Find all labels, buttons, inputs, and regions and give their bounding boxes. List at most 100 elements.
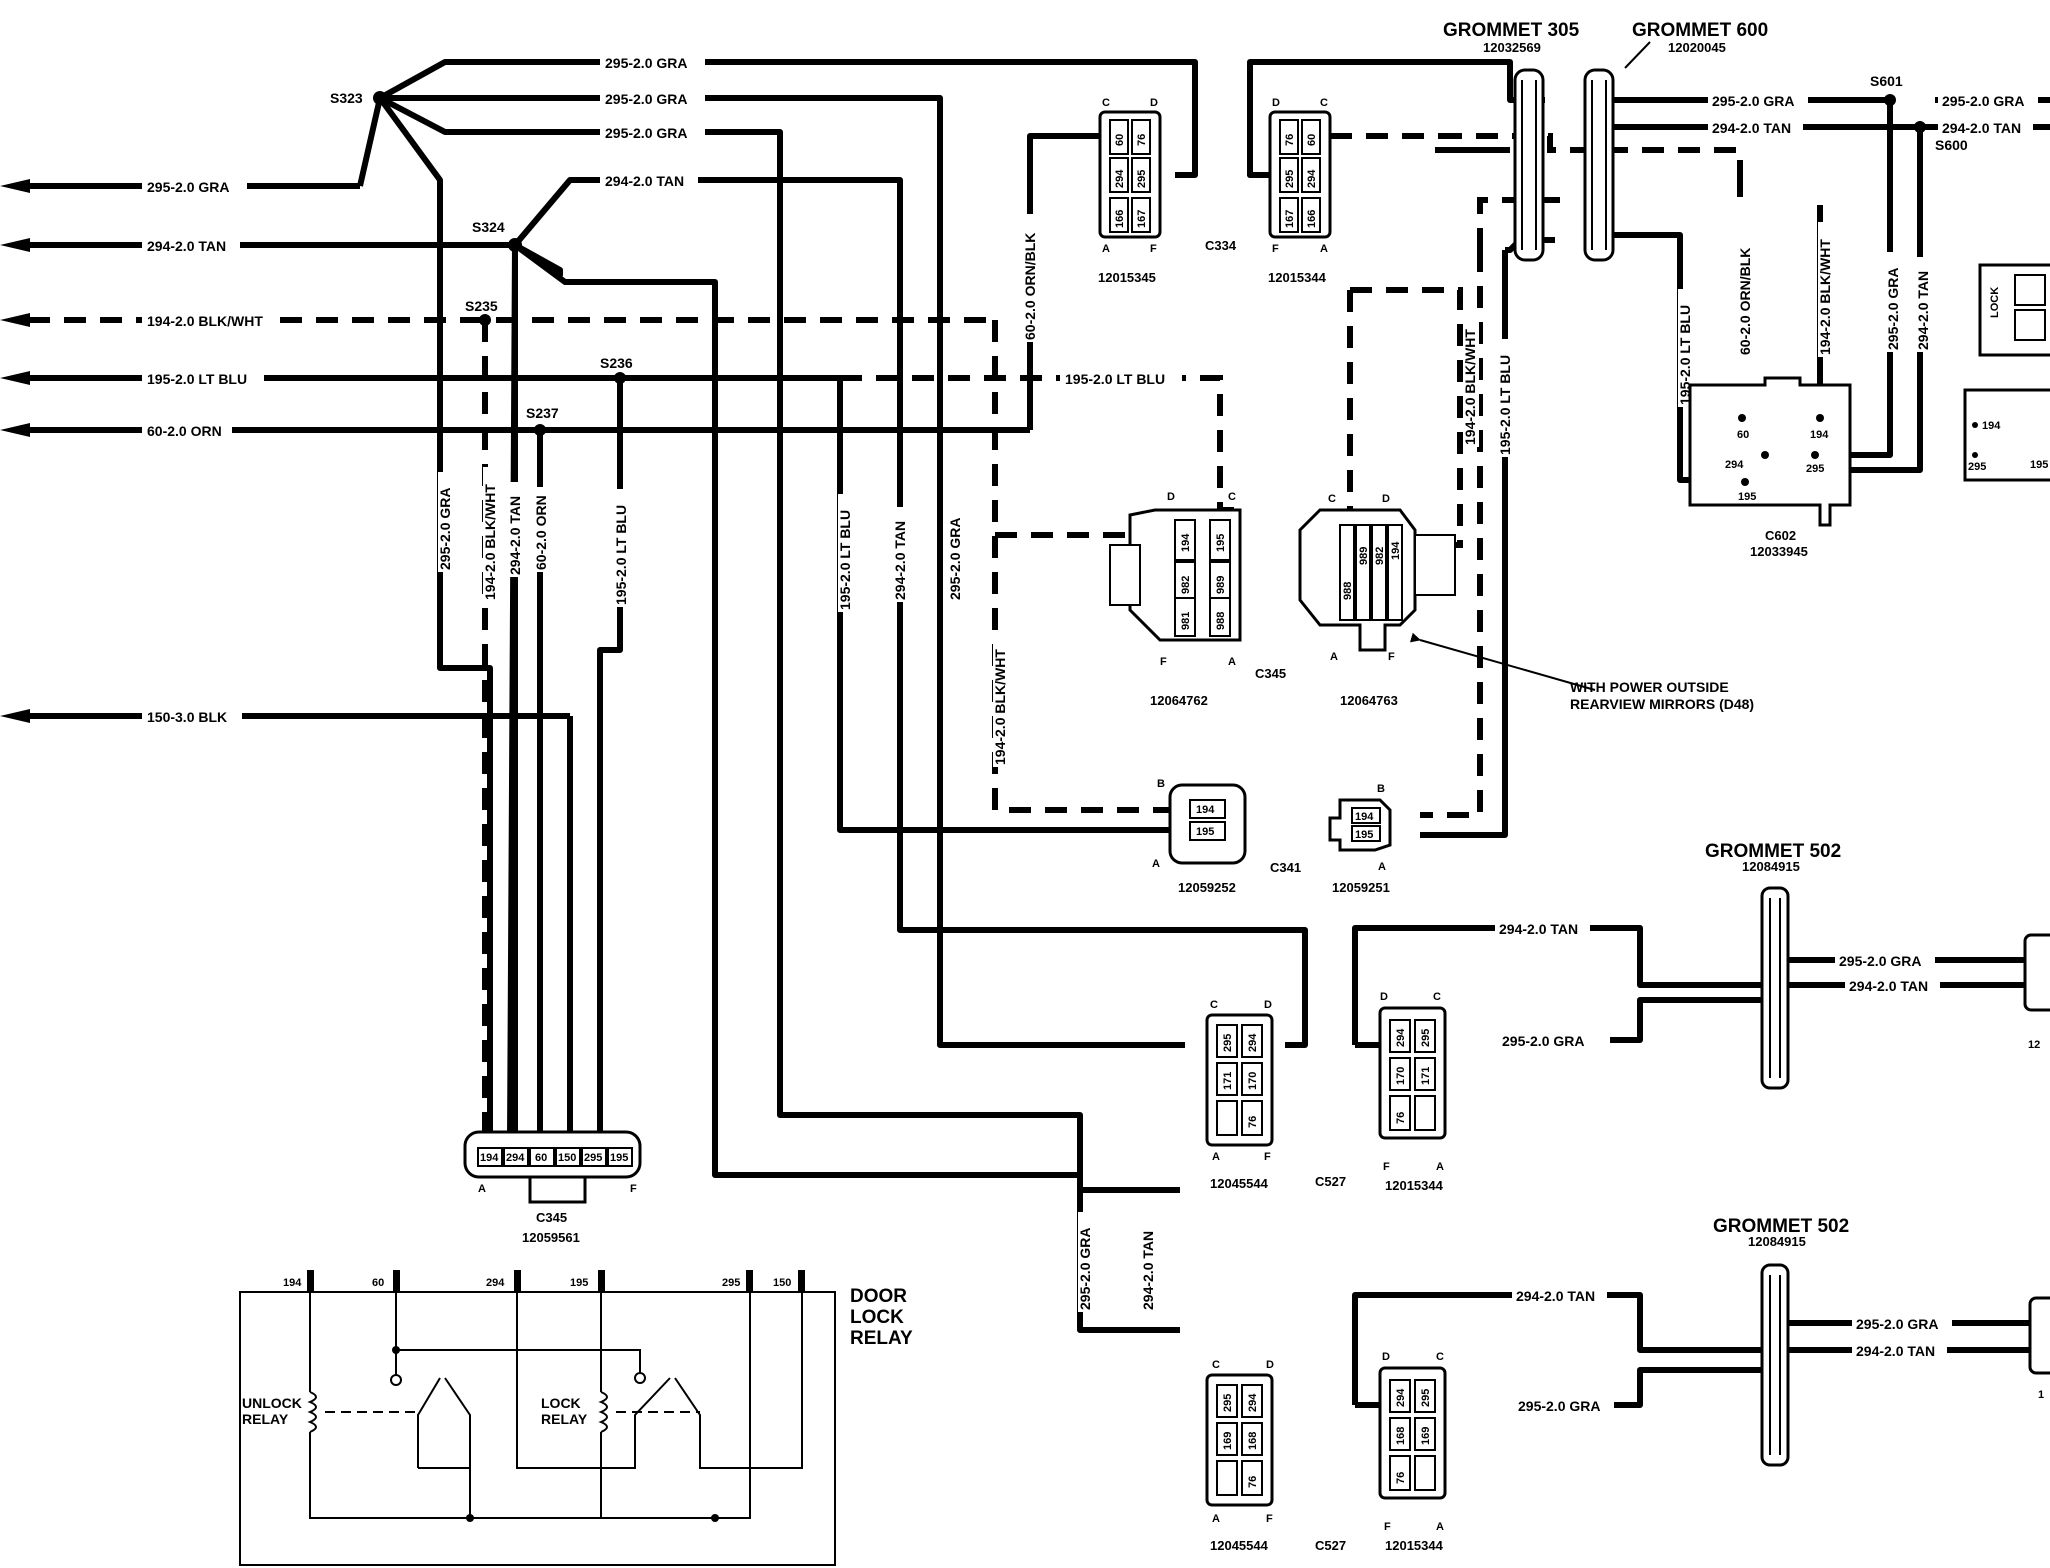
svg-text:194: 194: [283, 1277, 302, 1289]
door-lock-relay-title-1: DOOR: [850, 1286, 907, 1307]
splice-s237: S237: [526, 405, 559, 421]
svg-text:F: F: [1266, 1513, 1273, 1525]
svg-text:171: 171: [1420, 1067, 1432, 1085]
svg-text:B: B: [1377, 783, 1385, 795]
wire-label-295-top: 295-2.0 GRA: [605, 55, 687, 71]
wire-label-g502-294: 294-2.0 TAN: [1499, 921, 1578, 937]
door-lock-relay: 194 60 294 195 295 150 UNLOCK RELAY LOCK…: [239, 1270, 913, 1566]
svg-text:294: 294: [1306, 169, 1318, 188]
door-lock-relay-title-2: LOCK: [850, 1307, 904, 1328]
svg-text:295: 295: [1420, 1389, 1432, 1407]
lock-switch-fragment: LOCK: [1978, 263, 2050, 357]
connector-12045544-lower: 295 294 169 168 76 C D A F 12045544 C527: [1205, 1359, 1346, 1553]
svg-text:195: 195: [1355, 829, 1373, 841]
svg-text:F: F: [1150, 243, 1157, 255]
wire-label-g502b-295: 295-2.0 GRA: [1518, 1398, 1600, 1414]
wire-label-g502r-294: 294-2.0 TAN: [1849, 978, 1928, 994]
wire-label-294-top: 294-2.0 TAN: [605, 173, 684, 189]
splice-dot: [534, 424, 546, 436]
svg-text:195: 195: [2030, 459, 2048, 471]
svg-text:194: 194: [480, 1152, 499, 1164]
connector-12059251: 194 195 B A 12059251: [1328, 783, 1392, 895]
vlabel-60-ornblk: 60-2.0 ORN/BLK: [1022, 233, 1038, 340]
connector-12015344-bottom: 294 295 168 169 76 D C F A 12015344: [1378, 1351, 1447, 1553]
svg-text:195: 195: [1738, 491, 1756, 503]
wire-label-left-194: 194-2.0 BLK/WHT: [147, 313, 263, 329]
svg-text:294: 294: [486, 1277, 505, 1289]
arrow-head-icon: [0, 179, 30, 193]
svg-text:F: F: [1272, 243, 1279, 255]
svg-text:12: 12: [2028, 1039, 2040, 1051]
connector-12064762: 194 195 982 989 981 988 D C F A 12064762…: [1109, 491, 1286, 708]
svg-text:195: 195: [1196, 826, 1214, 838]
svg-text:989: 989: [1215, 576, 1227, 594]
grommet-502-lower-pn: 12084915: [1748, 1234, 1806, 1249]
svg-text:195: 195: [1215, 534, 1227, 552]
wire-label-left-195: 195-2.0 LT BLU: [147, 371, 247, 387]
vlabel-60: 60-2.0 ORN: [533, 495, 549, 570]
svg-text:C: C: [1433, 991, 1441, 1003]
wire-label-left-294: 294-2.0 TAN: [147, 238, 226, 254]
wire-label-left-295: 295-2.0 GRA: [147, 179, 229, 195]
svg-text:982: 982: [1374, 547, 1386, 565]
arrow-head-icon: [0, 238, 30, 252]
svg-text:1: 1: [2038, 1389, 2044, 1401]
svg-text:D: D: [1382, 1351, 1390, 1363]
pn-12064763: 12064763: [1340, 693, 1398, 708]
connector-c602: 60 194 294 295 195 C602 12033945: [1688, 376, 1852, 559]
label-c345-bottom: C345: [536, 1210, 567, 1225]
svg-text:76: 76: [1247, 1116, 1259, 1128]
svg-text:169: 169: [1420, 1427, 1432, 1445]
svg-text:A: A: [1212, 1151, 1220, 1163]
vlabel-194-c: 194-2.0 BLK/WHT: [1462, 329, 1478, 445]
svg-text:B: B: [1157, 778, 1165, 790]
lock-relay-label-1: LOCK: [541, 1395, 581, 1411]
pn-12059561: 12059561: [522, 1230, 580, 1245]
lock-relay-label-2: RELAY: [541, 1411, 588, 1427]
svg-text:194: 194: [1180, 533, 1192, 552]
note-line1: WITH POWER OUTSIDE: [1570, 679, 1729, 695]
wire-label-g502b-294: 294-2.0 TAN: [1516, 1288, 1595, 1304]
svg-text:A: A: [1436, 1521, 1444, 1533]
vlabel-194: 194-2.0 BLK/WHT: [482, 484, 498, 600]
connector-12064763: 988 989 982 194 C D A F 12064763 WITH PO…: [1298, 493, 1754, 712]
connector-12015344-top: 76 60 295 294 167 166 D C F A 12015344: [1268, 97, 1332, 285]
svg-text:167: 167: [1284, 210, 1296, 228]
unlock-relay-label-2: RELAY: [242, 1411, 289, 1427]
svg-text:167: 167: [1136, 210, 1148, 228]
connector-12015344-mid: 294 295 170 171 76 D C F A 12015344: [1378, 991, 1447, 1193]
svg-text:76: 76: [1247, 1476, 1259, 1488]
svg-text:76: 76: [1395, 1472, 1407, 1484]
wire-label-r-294: 294-2.0 TAN: [1712, 120, 1791, 136]
svg-text:294: 294: [1395, 1388, 1407, 1407]
svg-text:295: 295: [1136, 170, 1148, 188]
svg-text:295: 295: [722, 1277, 740, 1289]
wire-label-left-60: 60-2.0 ORN: [147, 423, 222, 439]
label-c602: C602: [1765, 528, 1796, 543]
wire-label-left-150: 150-3.0 BLK: [147, 709, 227, 725]
svg-text:194: 194: [1982, 420, 2001, 432]
svg-text:C: C: [1102, 97, 1110, 109]
splice-dot: [1914, 121, 1926, 133]
label-c527-upper: C527: [1315, 1174, 1346, 1189]
wire-label-295-mid: 295-2.0 GRA: [605, 91, 687, 107]
svg-text:D: D: [1266, 1359, 1274, 1371]
svg-text:295: 295: [1806, 463, 1824, 475]
vlabel-195-d: 195-2.0 LT BLU: [1677, 305, 1693, 405]
wire-network: [357, 59, 2050, 1408]
svg-text:A: A: [1228, 656, 1236, 668]
arrow-head-icon: [0, 709, 30, 723]
svg-text:60: 60: [535, 1152, 547, 1164]
svg-text:F: F: [1264, 1151, 1271, 1163]
svg-text:D: D: [1150, 97, 1158, 109]
svg-text:170: 170: [1395, 1067, 1407, 1085]
svg-text:294: 294: [1725, 459, 1744, 471]
svg-text:294: 294: [506, 1152, 525, 1164]
grommet-600-pn: 12020045: [1668, 40, 1726, 55]
vlabel-60-ornblk-b: 60-2.0 ORN/BLK: [1737, 248, 1753, 355]
svg-text:988: 988: [1342, 582, 1354, 600]
grommet-502-upper-pn: 12084915: [1742, 859, 1800, 874]
svg-text:194: 194: [1355, 811, 1374, 823]
svg-text:A: A: [478, 1183, 486, 1195]
svg-text:60: 60: [1737, 429, 1749, 441]
